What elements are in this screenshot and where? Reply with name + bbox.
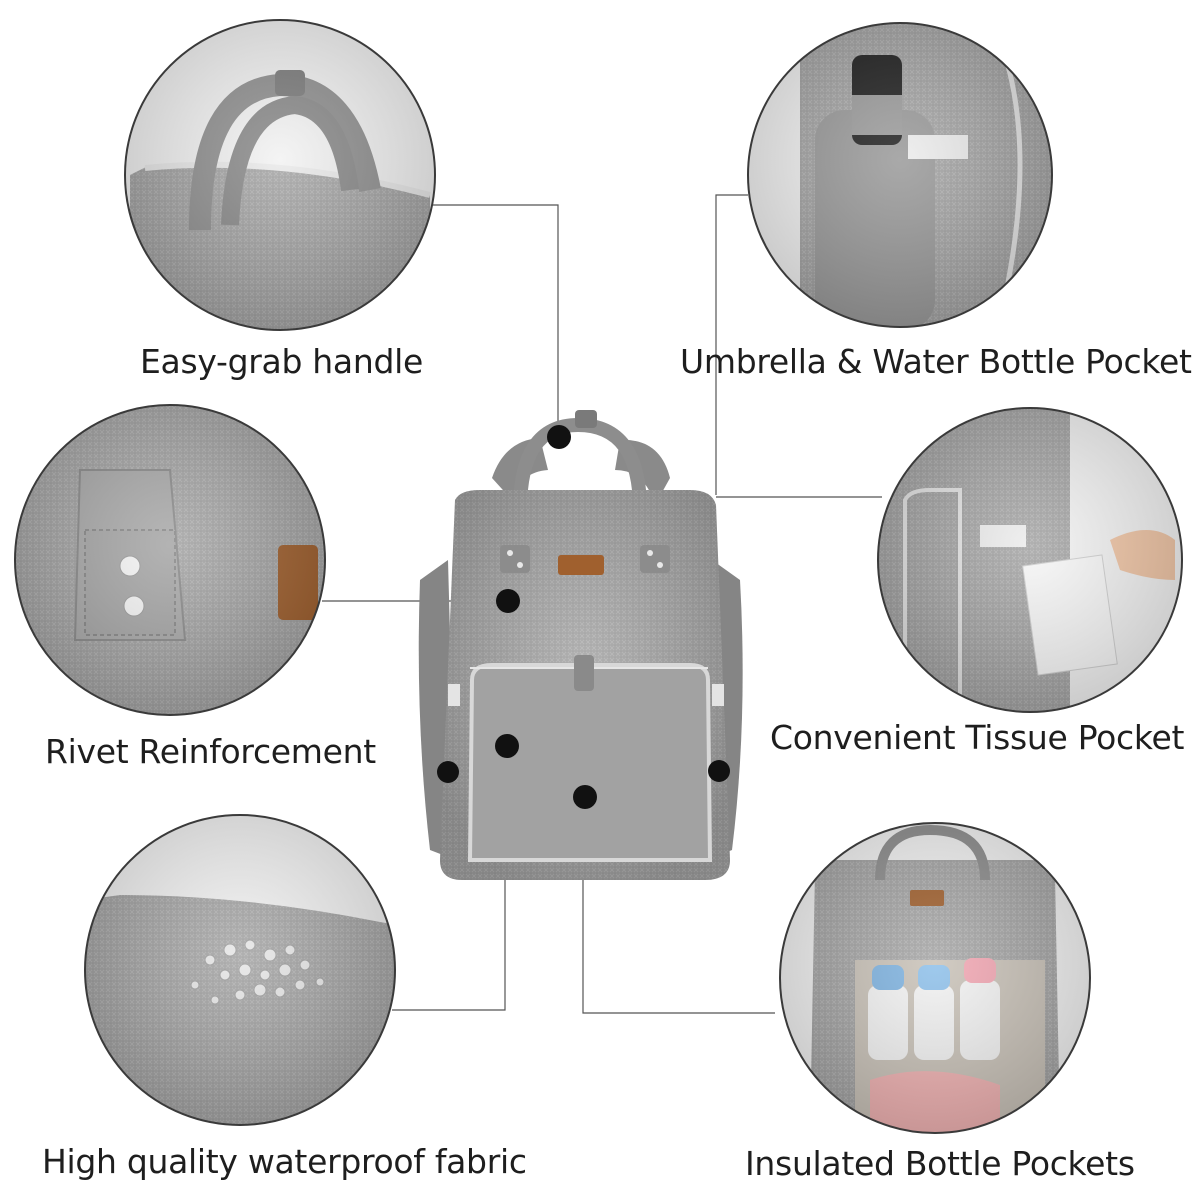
label-umbrella-bottle-pocket: Umbrella & Water Bottle Pocket	[680, 342, 1192, 381]
label-tissue-pocket: Convenient Tissue Pocket	[770, 718, 1185, 757]
zipper-pull	[574, 655, 594, 691]
handle-anchor-right	[640, 545, 670, 573]
backpack-main-image	[418, 410, 743, 880]
label-bottle-pockets: Insulated Bottle Pockets	[745, 1144, 1135, 1183]
dot-left-side	[437, 761, 459, 783]
dot-right-side	[708, 760, 730, 782]
label-easy-grab-handle: Easy-grab handle	[140, 342, 423, 381]
connector-umbrella	[715, 194, 748, 495]
detail-circle-umbrella-pocket	[747, 22, 1053, 328]
detail-circle-waterproof-fabric	[84, 814, 396, 1126]
brand-tag	[558, 555, 604, 575]
handle-anchor-left	[500, 545, 530, 573]
label-rivet-reinforcement: Rivet Reinforcement	[45, 732, 376, 771]
dot-bottle	[573, 785, 597, 809]
detail-circle-rivet	[14, 404, 326, 716]
feature-dots	[437, 425, 730, 809]
handle-loop	[575, 410, 597, 428]
connector-handle	[432, 204, 559, 436]
dot-rivet	[496, 589, 520, 613]
dot-fabric	[495, 734, 519, 758]
front-pocket	[467, 663, 713, 862]
dot-handle	[547, 425, 571, 449]
detail-circle-tissue-pocket	[877, 407, 1183, 713]
detail-circle-handle	[124, 19, 436, 331]
label-waterproof-fabric: High quality waterproof fabric	[42, 1142, 527, 1181]
detail-circle-bottle-pockets	[779, 822, 1091, 1134]
